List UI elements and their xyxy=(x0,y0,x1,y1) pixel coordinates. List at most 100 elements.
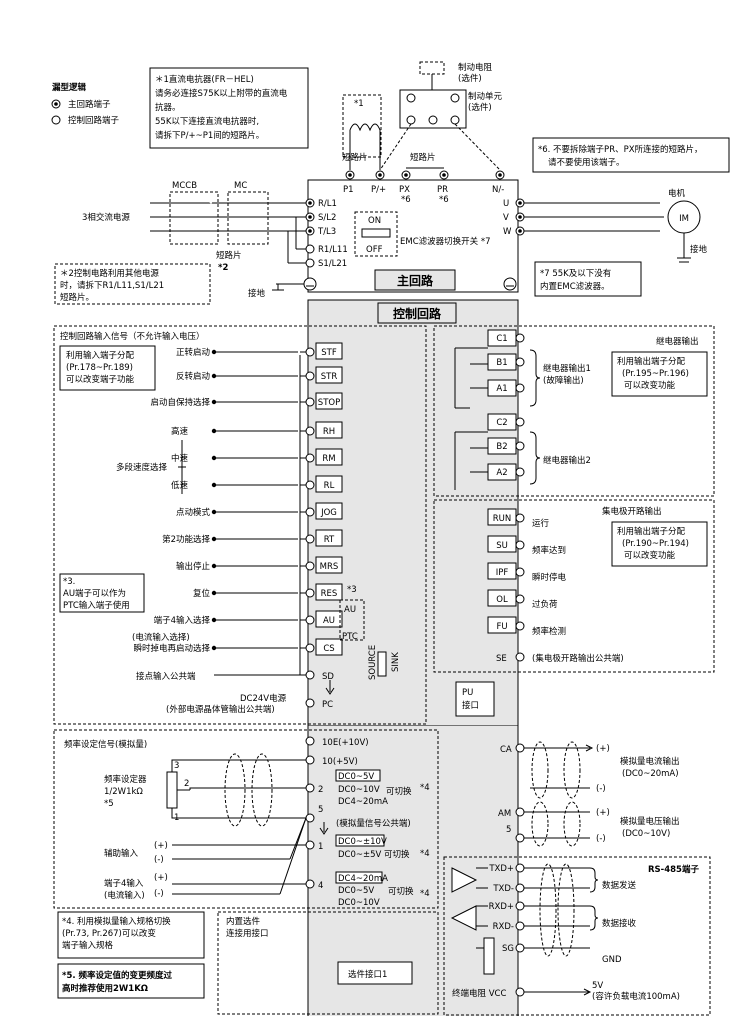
input-code-box xyxy=(315,342,343,360)
input-code: AU xyxy=(323,616,335,626)
note7-line1: *7 55K及以下没有 xyxy=(540,268,611,279)
input-terminal-res xyxy=(305,588,315,598)
ca-label: 模拟量电流输出 xyxy=(620,756,680,767)
input-assign-note-box xyxy=(59,345,156,391)
note1: ＊1直流电抗器(FR－HEL) 请务必连接S75K以上附带的直流电 抗器。 55… xyxy=(155,74,288,141)
pc-label: PC xyxy=(322,700,333,710)
oc-terminal xyxy=(515,567,525,577)
oc-code: RUN xyxy=(493,514,512,524)
relay-terminal xyxy=(515,333,525,343)
rs485-title: RS-485端子 xyxy=(648,864,699,875)
source-sink-jumper[interactable] xyxy=(377,651,387,677)
note5-box xyxy=(57,963,205,999)
pu-connector[interactable] xyxy=(455,681,495,717)
pu-label: PU xyxy=(462,688,473,698)
relay-assign-line1: 利用输出端子分配 xyxy=(617,356,686,367)
relay-terminal xyxy=(515,383,525,393)
terminal-10 xyxy=(305,755,315,765)
input-code-box xyxy=(315,421,343,439)
shield-1 xyxy=(224,753,246,827)
legend-main-terminal: 主回路端子 xyxy=(68,99,111,110)
rs485-code: SG xyxy=(502,944,514,954)
power-source-label: 3相交流电源 xyxy=(82,212,130,223)
input-code: MRS xyxy=(320,562,339,572)
input-code: RES xyxy=(321,589,338,599)
emc-label: EMC滤波器切换开关 *7 xyxy=(400,236,491,247)
svg-text:3: 3 xyxy=(174,761,179,771)
pu-label-2: 接口 xyxy=(462,700,479,711)
multi-speed-label: 多段速度选择 xyxy=(116,462,168,473)
control-circuit-label: 控制回路 xyxy=(393,306,442,321)
input-terminal-cs xyxy=(305,643,315,653)
note2-box xyxy=(54,263,211,305)
svg-text:(+): (+) xyxy=(596,744,610,754)
rs485-area xyxy=(443,856,711,1016)
relay-assign-note-box xyxy=(611,351,708,397)
t4-switch: 可切换 xyxy=(388,886,414,897)
note3-line3: PTC输入端子使用 xyxy=(63,600,130,611)
pc-terminal xyxy=(305,698,315,708)
rs485-receive: 数据接收 xyxy=(602,918,637,929)
rs485-terminal xyxy=(515,921,525,931)
input-terminal-rt xyxy=(305,534,315,544)
emc-switch[interactable] xyxy=(361,228,391,238)
oc-assign-line1: 利用输出端子分配 xyxy=(617,526,686,537)
terminal-2 xyxy=(305,783,315,793)
rs485-code: RXD+ xyxy=(489,902,514,912)
input-label: 点动模式 xyxy=(176,507,211,518)
control-input-title: 控制回路输入信号（不允许输入电压） xyxy=(60,331,205,342)
relay-terminal xyxy=(515,417,525,427)
pot-label: 频率设定器 xyxy=(104,774,147,785)
ground-terminal-left xyxy=(303,277,317,291)
t2-spec-0: DC0~5V xyxy=(338,772,374,782)
jumper-input-star: *2 xyxy=(218,263,228,273)
svg-text:(-): (-) xyxy=(596,784,606,794)
pot-star: *5 xyxy=(104,799,114,809)
terminal-5 xyxy=(305,813,315,823)
t2-spec-2: DC4~20mA xyxy=(338,797,388,807)
termination-resistor xyxy=(483,937,495,975)
brake-resistor-icon xyxy=(419,61,445,75)
input-label: 瞬时掉电再启动选择 xyxy=(133,643,210,654)
note6-box xyxy=(532,137,730,173)
motor-ground-label: 接地 xyxy=(690,244,708,255)
svg-text:V: V xyxy=(503,213,509,223)
relay-code: B1 xyxy=(496,358,507,368)
rs485-terminal xyxy=(515,901,525,911)
svg-text:1: 1 xyxy=(318,842,323,852)
svg-text:*6: *6 xyxy=(439,195,449,205)
note4-line1: *4. 利用模拟量输入规格切换 xyxy=(62,916,171,927)
rs485-terminals: TXD+TXD-RXD+RXD-SG xyxy=(476,863,590,954)
option-area xyxy=(217,911,439,1015)
am-label: 模拟量电压输出 xyxy=(620,816,680,827)
input-label: 复位 xyxy=(193,588,211,599)
input-label: 第2功能选择 xyxy=(162,534,210,545)
input-code: STF xyxy=(321,348,337,358)
oc-label: 运行 xyxy=(532,518,550,529)
tx-driver-icon xyxy=(451,867,478,893)
note7-line2: 内置EMC滤波器。 xyxy=(540,281,610,292)
aux-label: 辅助输入 xyxy=(104,848,139,859)
note3-line1: *3. xyxy=(63,577,75,587)
input-code-box xyxy=(315,502,343,520)
option-title-2: 连接用接口 xyxy=(226,928,269,939)
relay-code: A1 xyxy=(496,384,507,394)
open-collector-area xyxy=(433,499,715,673)
input-code: RM xyxy=(322,454,335,464)
relay-code: C2 xyxy=(496,418,507,428)
terminal-ca xyxy=(515,743,525,753)
mc-label: MC xyxy=(234,181,247,191)
power-input-terminals: R/L1 S/L2 T/L3 R1/L11 S1/L21 xyxy=(305,198,348,269)
input-terminal-rh xyxy=(305,426,315,436)
svg-text:(+): (+) xyxy=(596,808,610,818)
note5-line2: 高时推荐使用2W1KΩ xyxy=(62,983,148,994)
pot-spec: 1/2W1kΩ xyxy=(104,787,143,797)
svg-text:5: 5 xyxy=(318,805,323,815)
input-label: 高速 xyxy=(171,426,189,437)
oc-assign-line3: 可以改变功能 xyxy=(624,550,676,561)
option-slot-1[interactable] xyxy=(337,961,413,985)
svg-text:N/-: N/- xyxy=(492,185,504,195)
input-code: CS xyxy=(323,644,334,654)
t2-star: *4 xyxy=(420,783,430,793)
input-terminal-stf xyxy=(305,347,315,357)
